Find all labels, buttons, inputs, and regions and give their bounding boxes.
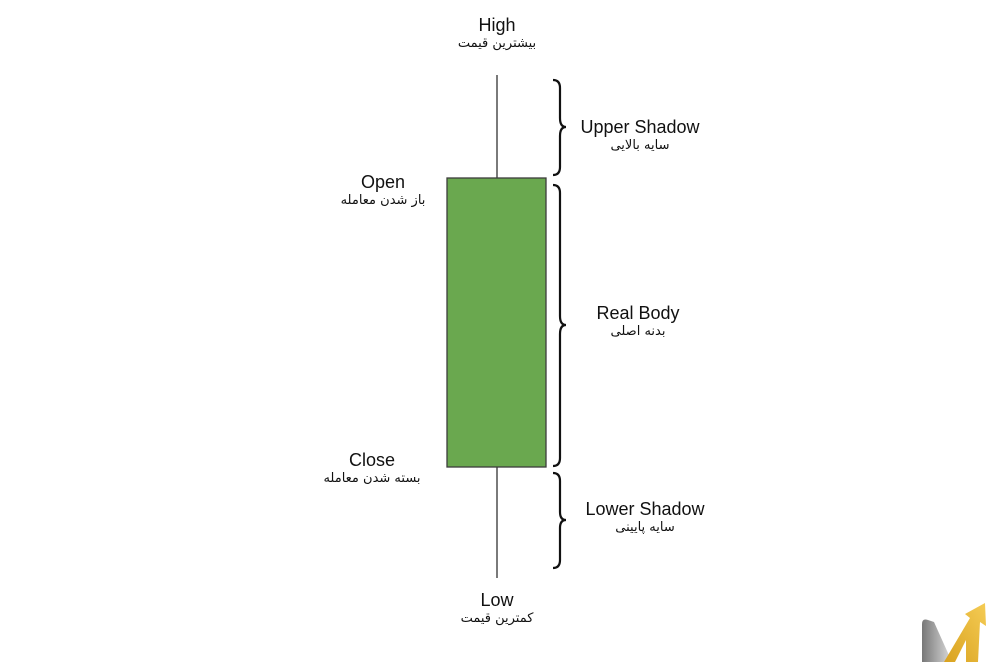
open-en: Open [360, 172, 406, 192]
real-body-fa: بدنه اصلی [610, 324, 666, 339]
real-body-rect [446, 177, 547, 468]
low-en: Low [480, 590, 514, 610]
upper-shadow-brace [552, 78, 567, 177]
close-label: Close بسته شدن معامله [323, 450, 420, 488]
lower-shadow-en: Lower Shadow [585, 499, 705, 519]
low-fa: کمترین قیمت [460, 611, 534, 626]
low-label: Low کمترین قیمت [461, 590, 534, 628]
upper-shadow-label: Upper Shadow سایه بالایی [580, 117, 699, 155]
high-label: High بیشترین قیمت [458, 15, 536, 53]
high-en: High [478, 15, 516, 35]
upper-shadow-fa: سایه بالایی [610, 138, 670, 153]
open-fa: باز شدن معامله [340, 193, 426, 208]
real-body-brace [552, 183, 567, 468]
lower-shadow-brace [552, 471, 567, 570]
real-body-en: Real Body [596, 303, 680, 323]
upper-shadow-en: Upper Shadow [580, 117, 700, 137]
lower-shadow-label: Lower Shadow سایه پایینی [585, 499, 704, 537]
logo [922, 603, 986, 662]
close-fa: بسته شدن معامله [323, 471, 421, 486]
real-body-label: Real Body بدنه اصلی [596, 303, 679, 341]
lower-shadow-fa: سایه پایینی [615, 520, 675, 535]
high-fa: بیشترین قیمت [457, 36, 537, 51]
close-en: Close [348, 450, 396, 470]
open-label: Open باز شدن معامله [341, 172, 426, 210]
